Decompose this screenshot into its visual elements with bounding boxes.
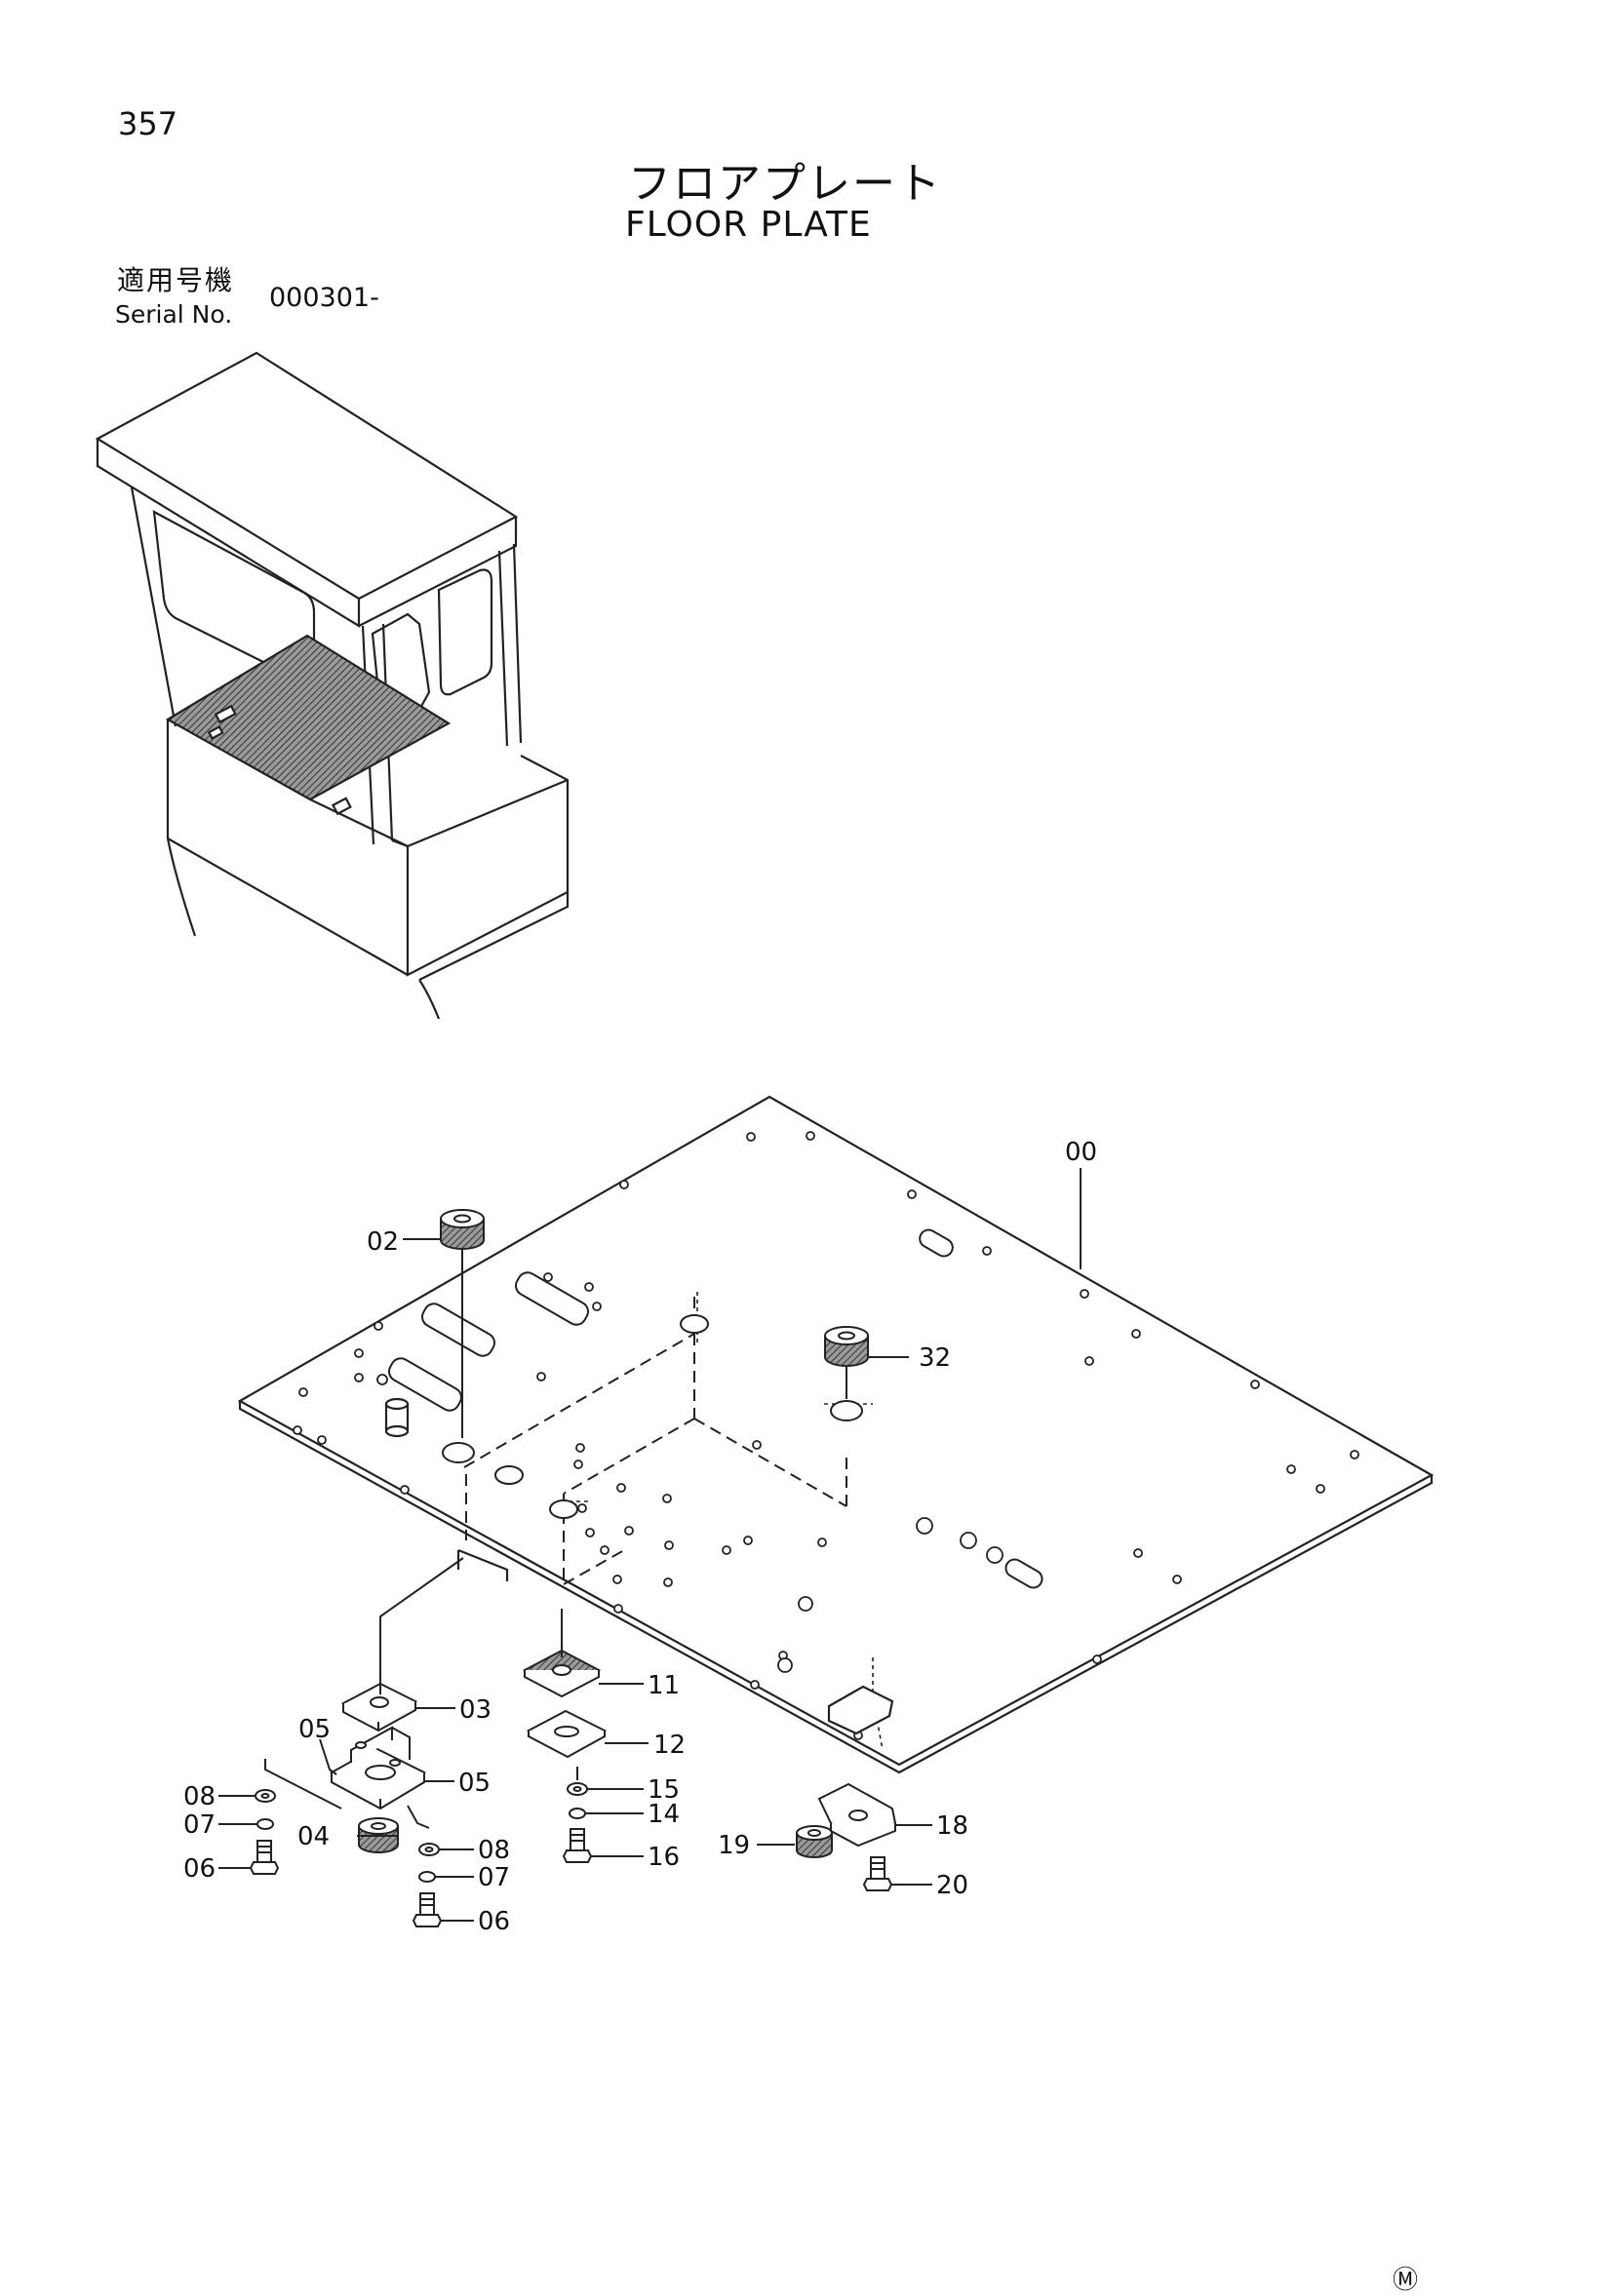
callout-04: 04 bbox=[297, 1822, 330, 1851]
title-japanese: フロアプレート bbox=[628, 159, 942, 209]
callout-14: 14 bbox=[648, 1800, 680, 1829]
washer-15 bbox=[567, 1782, 588, 1796]
callout-05-upper: 05 bbox=[298, 1715, 331, 1744]
rubber-mount-02 bbox=[440, 1209, 485, 1250]
small-parts bbox=[249, 1209, 897, 1927]
pad-03 bbox=[340, 1682, 418, 1732]
bolt-20 bbox=[862, 1856, 893, 1891]
callout-labels: 00 02 32 03 11 12 05 05 08 07 06 04 08 0… bbox=[183, 1138, 1097, 1936]
washer-08-left bbox=[255, 1789, 276, 1803]
floor-plate-part-00 bbox=[237, 1095, 1435, 1774]
callout-06-right: 06 bbox=[478, 1907, 510, 1936]
bracket-18 bbox=[817, 1782, 897, 1848]
bracket-05 bbox=[329, 1726, 427, 1810]
rubber-mount-32 bbox=[824, 1326, 869, 1367]
callout-08-left: 08 bbox=[183, 1782, 216, 1811]
pad-11 bbox=[522, 1649, 602, 1698]
rubber-04 bbox=[358, 1817, 399, 1853]
washer-08-right bbox=[418, 1843, 440, 1856]
callout-02: 02 bbox=[367, 1227, 399, 1257]
callout-06-left: 06 bbox=[183, 1854, 216, 1884]
lock-washer-07-right bbox=[418, 1871, 436, 1883]
bolt-06-right bbox=[412, 1892, 443, 1927]
callout-05-right: 05 bbox=[458, 1769, 491, 1798]
lock-washer-14 bbox=[569, 1808, 586, 1819]
callout-11: 11 bbox=[648, 1671, 680, 1700]
title-english: FLOOR PLATE bbox=[625, 205, 872, 245]
callout-15: 15 bbox=[648, 1775, 680, 1805]
callout-20: 20 bbox=[936, 1871, 968, 1900]
lock-washer-07-left bbox=[256, 1818, 274, 1830]
rubber-19 bbox=[796, 1825, 833, 1858]
bolt-16 bbox=[562, 1828, 593, 1863]
callout-19: 19 bbox=[718, 1831, 750, 1860]
callout-16: 16 bbox=[648, 1843, 680, 1872]
callout-32: 32 bbox=[919, 1343, 951, 1373]
leader-lines bbox=[218, 1168, 1082, 1922]
callout-12: 12 bbox=[653, 1731, 686, 1760]
callout-08-right: 08 bbox=[478, 1836, 510, 1865]
bolt-06-left bbox=[249, 1840, 280, 1875]
cab-overview-illustration bbox=[95, 351, 570, 1020]
serial-number-value: 000301- bbox=[269, 283, 379, 313]
page-number: 357 bbox=[118, 105, 178, 142]
callout-03: 03 bbox=[459, 1695, 492, 1725]
callout-18: 18 bbox=[936, 1811, 968, 1841]
plate-12 bbox=[526, 1709, 608, 1759]
serial-label-english: Serial No. bbox=[115, 300, 233, 329]
callout-07-left: 07 bbox=[183, 1810, 216, 1840]
serial-label-japanese: 適用号機 bbox=[117, 264, 235, 296]
callout-07-right: 07 bbox=[478, 1863, 510, 1892]
callout-00: 00 bbox=[1065, 1138, 1097, 1167]
